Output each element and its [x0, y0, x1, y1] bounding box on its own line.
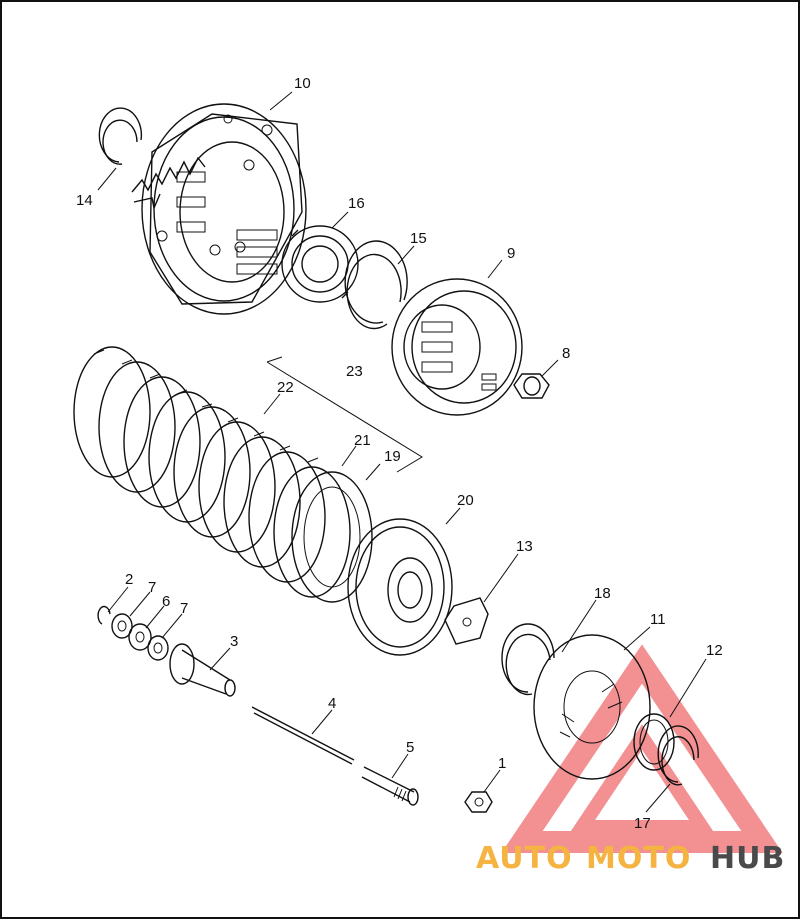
- part-5-release-rod: [361, 766, 419, 806]
- part-9-clutch-hub: [391, 278, 523, 416]
- callout-11: 11: [650, 611, 666, 628]
- watermark-text: AUTO MOTO HUB: [476, 841, 785, 876]
- callout-9: 9: [507, 245, 515, 262]
- leader-lines: [97, 91, 707, 813]
- callout-16: 16: [348, 195, 365, 212]
- part-13-release-plate: [444, 597, 489, 645]
- part-8-hub-nut: [513, 373, 550, 399]
- callout-17: 17: [634, 815, 651, 832]
- part-18-retaining-ring: [501, 623, 555, 696]
- part-20-pressure-plate: [347, 518, 453, 656]
- callout-22: 22: [277, 379, 294, 396]
- callout-20: 20: [457, 492, 474, 509]
- callout-15: 15: [410, 230, 427, 247]
- callout-5: 5: [406, 739, 414, 756]
- callout-1: 1: [498, 755, 506, 772]
- clutch-plate-stack: [73, 346, 423, 603]
- part-4-push-rod: [251, 706, 355, 765]
- watermark-part-2: MOTO: [586, 841, 691, 876]
- callout-19: 19: [384, 448, 401, 465]
- part-10-clutch-shell: [131, 103, 307, 315]
- callout-13: 13: [516, 538, 533, 555]
- part-14-retaining-ring: [98, 107, 143, 165]
- callout-14: 14: [76, 192, 93, 209]
- callout-labels: 10 14 16 15 9 8 23 22 21 19 20 13 18 11 …: [76, 75, 723, 832]
- watermark-part-3: HUB: [710, 841, 785, 876]
- callout-8: 8: [562, 345, 570, 362]
- parts-2-6-7-bearing-set: [97, 605, 169, 661]
- callout-7-upper: 7: [148, 579, 156, 596]
- callout-6: 6: [162, 593, 170, 610]
- callout-4: 4: [328, 695, 336, 712]
- part-3-adjusting-screw: [169, 643, 236, 697]
- callout-12: 12: [706, 642, 723, 659]
- part-11-diaphragm-spring: [533, 634, 651, 780]
- callout-3: 3: [230, 633, 238, 650]
- callout-18: 18: [594, 585, 611, 602]
- callout-23: 23: [346, 363, 363, 380]
- callout-21: 21: [354, 432, 371, 449]
- watermark-logo: [501, 644, 783, 853]
- part-17-retaining-ring: [657, 725, 699, 786]
- part-1-nut: [464, 791, 493, 813]
- callout-2: 2: [125, 571, 133, 588]
- callout-10: 10: [294, 75, 311, 92]
- part-15-retaining-ring: [344, 240, 408, 330]
- callout-7-lower: 7: [180, 600, 188, 617]
- watermark-part-1: AUTO: [476, 841, 573, 876]
